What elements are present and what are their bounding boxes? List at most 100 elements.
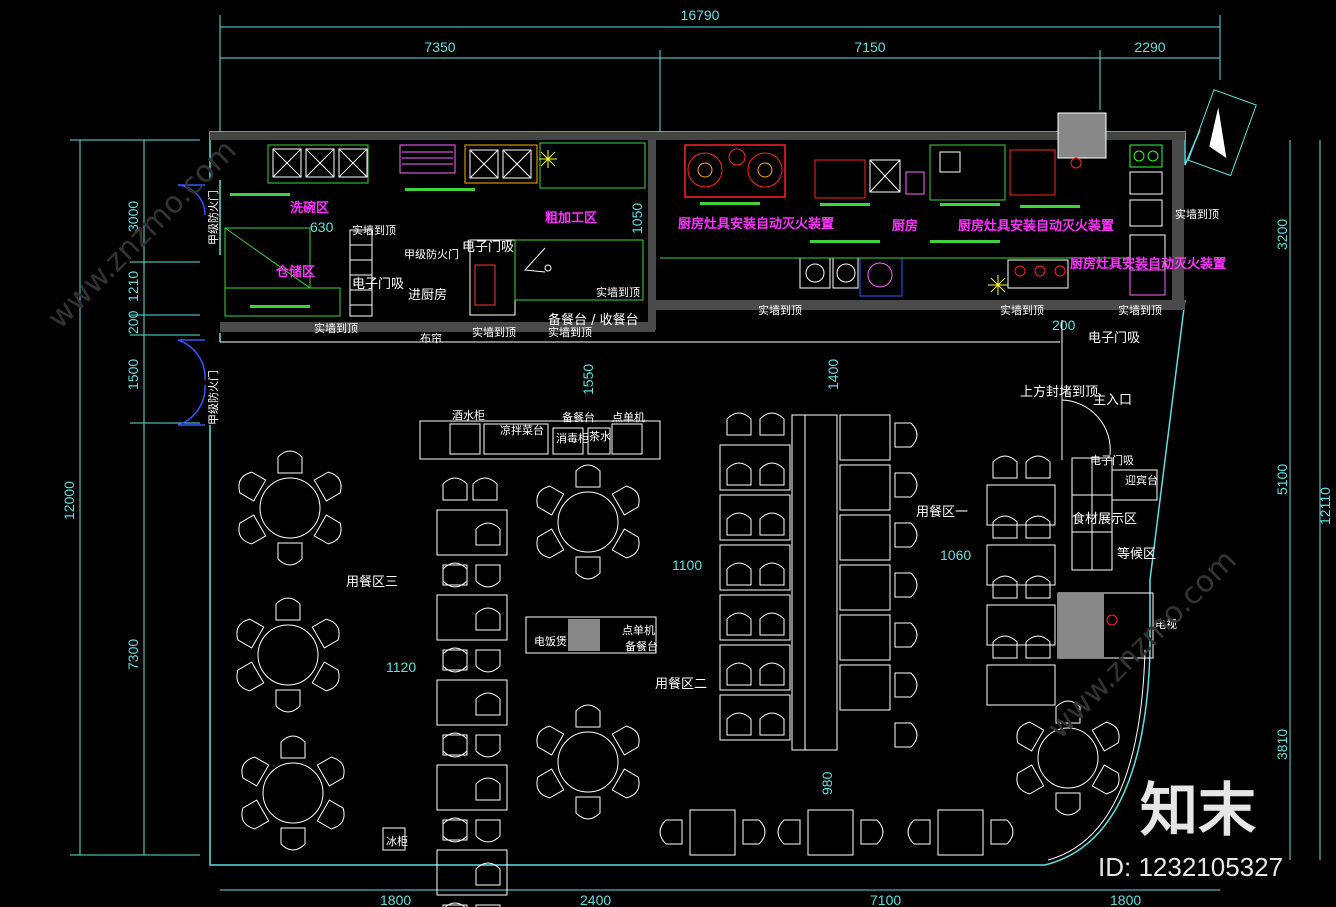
round-table bbox=[262, 762, 324, 824]
dim-1100: 1100 bbox=[672, 557, 702, 573]
chair bbox=[316, 799, 345, 830]
dining-furniture bbox=[236, 412, 1120, 907]
chair bbox=[894, 422, 918, 448]
table bbox=[807, 809, 854, 856]
dim-200: 200 bbox=[1052, 317, 1076, 333]
kitchen-divider-wall bbox=[648, 140, 656, 330]
chair bbox=[894, 472, 918, 498]
chair bbox=[536, 485, 565, 516]
dim-top-total: 16790 bbox=[681, 7, 720, 23]
fire-door-label-1: 甲级防火门 bbox=[206, 190, 220, 245]
kitchen-wall-right bbox=[1172, 140, 1184, 300]
chair bbox=[475, 692, 501, 716]
chair bbox=[1091, 721, 1120, 752]
chair bbox=[894, 622, 918, 648]
dim-bottom-1: 1800 bbox=[380, 892, 411, 907]
dim-left-1: 3000 bbox=[125, 201, 141, 232]
chair bbox=[475, 607, 501, 631]
chair bbox=[442, 562, 468, 586]
chair bbox=[536, 768, 565, 799]
chair bbox=[759, 562, 785, 586]
ceiling-label-1: 实墙到顶 bbox=[352, 223, 396, 237]
ceiling-label-3: 实墙到顶 bbox=[472, 325, 516, 339]
tv-label: 电视 bbox=[1155, 617, 1177, 631]
dim-1400: 1400 bbox=[825, 359, 841, 390]
chair bbox=[726, 562, 752, 586]
ceiling-label-2: 实墙到顶 bbox=[314, 321, 358, 335]
chair bbox=[611, 528, 640, 559]
chair bbox=[1025, 575, 1051, 599]
table bbox=[436, 594, 508, 641]
chair bbox=[472, 477, 498, 501]
chair bbox=[475, 777, 501, 801]
disinfect-label: 消毒柜 bbox=[556, 431, 589, 445]
dim-left-4: 1500 bbox=[125, 359, 141, 390]
kitchen-wall-bottom-left bbox=[220, 322, 655, 332]
exhaust-fan bbox=[1057, 112, 1107, 159]
dim-left-2: 1210 bbox=[125, 271, 141, 302]
table bbox=[839, 414, 891, 461]
chair bbox=[1025, 635, 1051, 659]
chair bbox=[659, 819, 683, 845]
chair bbox=[444, 902, 466, 907]
table bbox=[839, 614, 891, 661]
table bbox=[839, 564, 891, 611]
chair bbox=[316, 756, 345, 787]
chair bbox=[726, 712, 752, 736]
chair bbox=[1016, 721, 1045, 752]
entrance-door bbox=[1061, 89, 1257, 460]
room-kitchen: 厨房 bbox=[892, 218, 918, 234]
dim-right-2: 5100 bbox=[1274, 464, 1290, 495]
chair bbox=[992, 515, 1018, 539]
round-table bbox=[557, 491, 619, 553]
chair bbox=[475, 522, 501, 546]
table bbox=[986, 484, 1056, 526]
chair bbox=[238, 514, 267, 545]
chair bbox=[726, 462, 752, 486]
room-stove-fire-right: 厨房灶具安装自动灭火装置 bbox=[1070, 256, 1226, 272]
chair bbox=[575, 464, 601, 488]
chair bbox=[536, 528, 565, 559]
table bbox=[436, 849, 508, 896]
chair bbox=[236, 618, 265, 649]
counter-1-label: 备餐台 bbox=[562, 410, 595, 424]
room-enter-kitchen: 进厨房 bbox=[408, 287, 447, 303]
dimension-lines bbox=[70, 15, 1321, 891]
table bbox=[986, 604, 1056, 646]
ceiling-label-7: 实墙到顶 bbox=[1118, 303, 1162, 317]
order-2-label: 点单机 bbox=[622, 623, 655, 637]
chair bbox=[442, 649, 468, 673]
dim-1060: 1060 bbox=[940, 547, 971, 563]
chair bbox=[475, 734, 501, 758]
main-entrance-label: 主入口 bbox=[1093, 393, 1132, 408]
chair bbox=[475, 564, 501, 588]
room-food-display: 食材展示区 bbox=[1072, 511, 1137, 527]
buffet-label: 凉拌菜台 bbox=[500, 423, 544, 437]
chair bbox=[475, 862, 501, 886]
order-1-label: 点单机 bbox=[612, 410, 645, 424]
chair bbox=[311, 661, 340, 692]
table bbox=[719, 544, 791, 591]
e-door-label-2: 电子门吸 bbox=[462, 240, 514, 255]
table bbox=[986, 544, 1056, 586]
room-waiting: 等候区 bbox=[1117, 546, 1156, 562]
blue-unit bbox=[859, 257, 903, 297]
table bbox=[937, 809, 984, 856]
dim-bottom-3: 7100 bbox=[870, 892, 901, 907]
chair bbox=[238, 471, 267, 502]
ceiling-label-4: 实墙到顶 bbox=[596, 285, 640, 299]
outer-walls bbox=[209, 129, 1201, 866]
chair bbox=[236, 661, 265, 692]
chair bbox=[611, 725, 640, 756]
fire-door-swing-1 bbox=[177, 184, 206, 216]
chair bbox=[992, 455, 1018, 479]
table bbox=[436, 764, 508, 811]
fryer bbox=[1009, 149, 1056, 196]
chair bbox=[1055, 700, 1081, 724]
chair bbox=[611, 485, 640, 516]
chair bbox=[280, 735, 306, 759]
chair bbox=[442, 477, 468, 501]
rice-warmer-label: 电饭煲 bbox=[534, 635, 567, 648]
watermark-brand: 知末 bbox=[1140, 776, 1256, 844]
